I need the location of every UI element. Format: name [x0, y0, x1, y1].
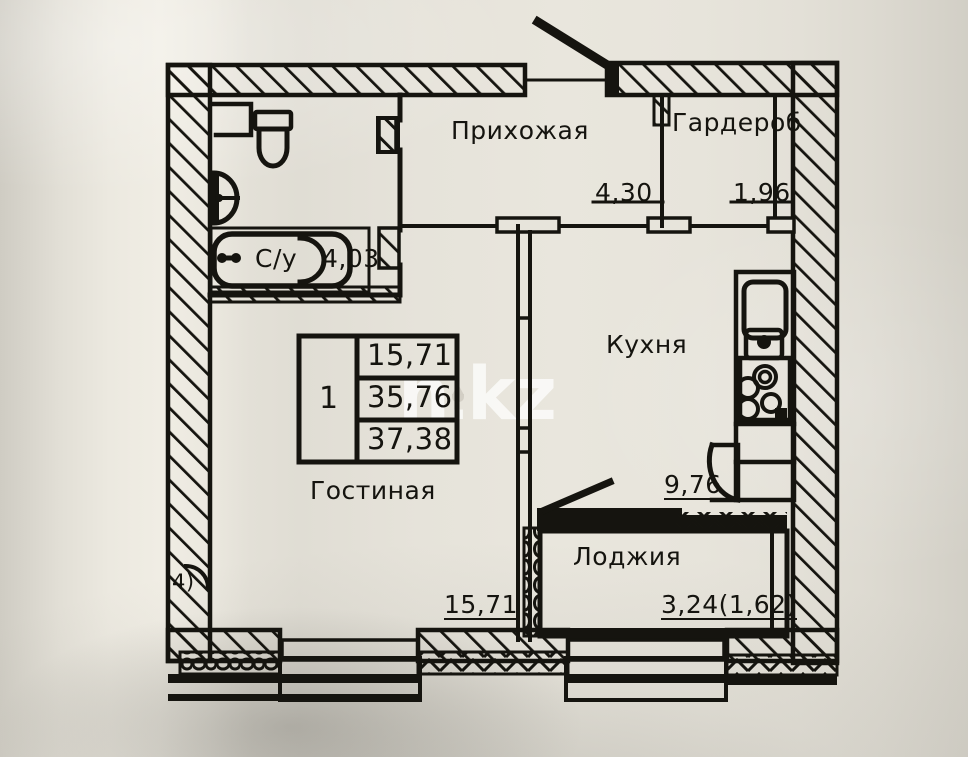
plan-bottom-baseline	[168, 694, 418, 701]
door-jamb-wardrobe	[652, 93, 671, 127]
room-label-living-room: Гостиная	[310, 476, 436, 505]
room-label-kitchen: Кухня	[606, 330, 688, 359]
dimension-kitchen-area: 9,76	[664, 470, 722, 500]
window-bottom-center	[416, 638, 728, 702]
wall-tick-marks	[516, 316, 532, 454]
window-bottom-right	[725, 653, 839, 685]
info-table	[296, 333, 460, 465]
kitchen-door-swing	[706, 441, 741, 503]
info-table-living-area: 15,71	[367, 338, 453, 372]
info-table-area-with-loggia: 37,38	[367, 422, 453, 456]
dimension-wardrobe-width: 4,30	[595, 178, 653, 207]
info-table-total-area: 35,76	[367, 380, 453, 414]
room-label-loggia: Лоджия	[573, 542, 682, 571]
wall-right-exterior	[790, 60, 840, 666]
dimension-bathroom-area: 4,03	[322, 244, 380, 273]
info-table-rooms-count: 1	[319, 381, 339, 416]
wall-top-left	[165, 62, 528, 98]
kitchen-counter	[733, 269, 797, 503]
entry-door	[523, 15, 619, 95]
wall-bathroom-bottom-hatch	[208, 285, 402, 304]
room-label-hallway: Прихожая	[451, 116, 589, 145]
bathroom-fixtures	[208, 101, 371, 294]
dimension-loggia-area: 3,24(1,62)	[661, 590, 797, 620]
hallway-niche	[376, 116, 400, 154]
loggia	[522, 477, 790, 639]
room-label-bathroom: С/у	[255, 244, 298, 273]
left-wall-mark-arc	[183, 563, 211, 591]
door-jamb-wardrobe-right	[766, 216, 796, 234]
dimension-living-room-area: 15,71	[444, 590, 519, 620]
room-label-wardrobe: Гардероб	[672, 108, 802, 137]
left-wall-mark-label: 4)	[172, 570, 195, 594]
dimension-wardrobe-depth: 1,96	[733, 178, 791, 207]
